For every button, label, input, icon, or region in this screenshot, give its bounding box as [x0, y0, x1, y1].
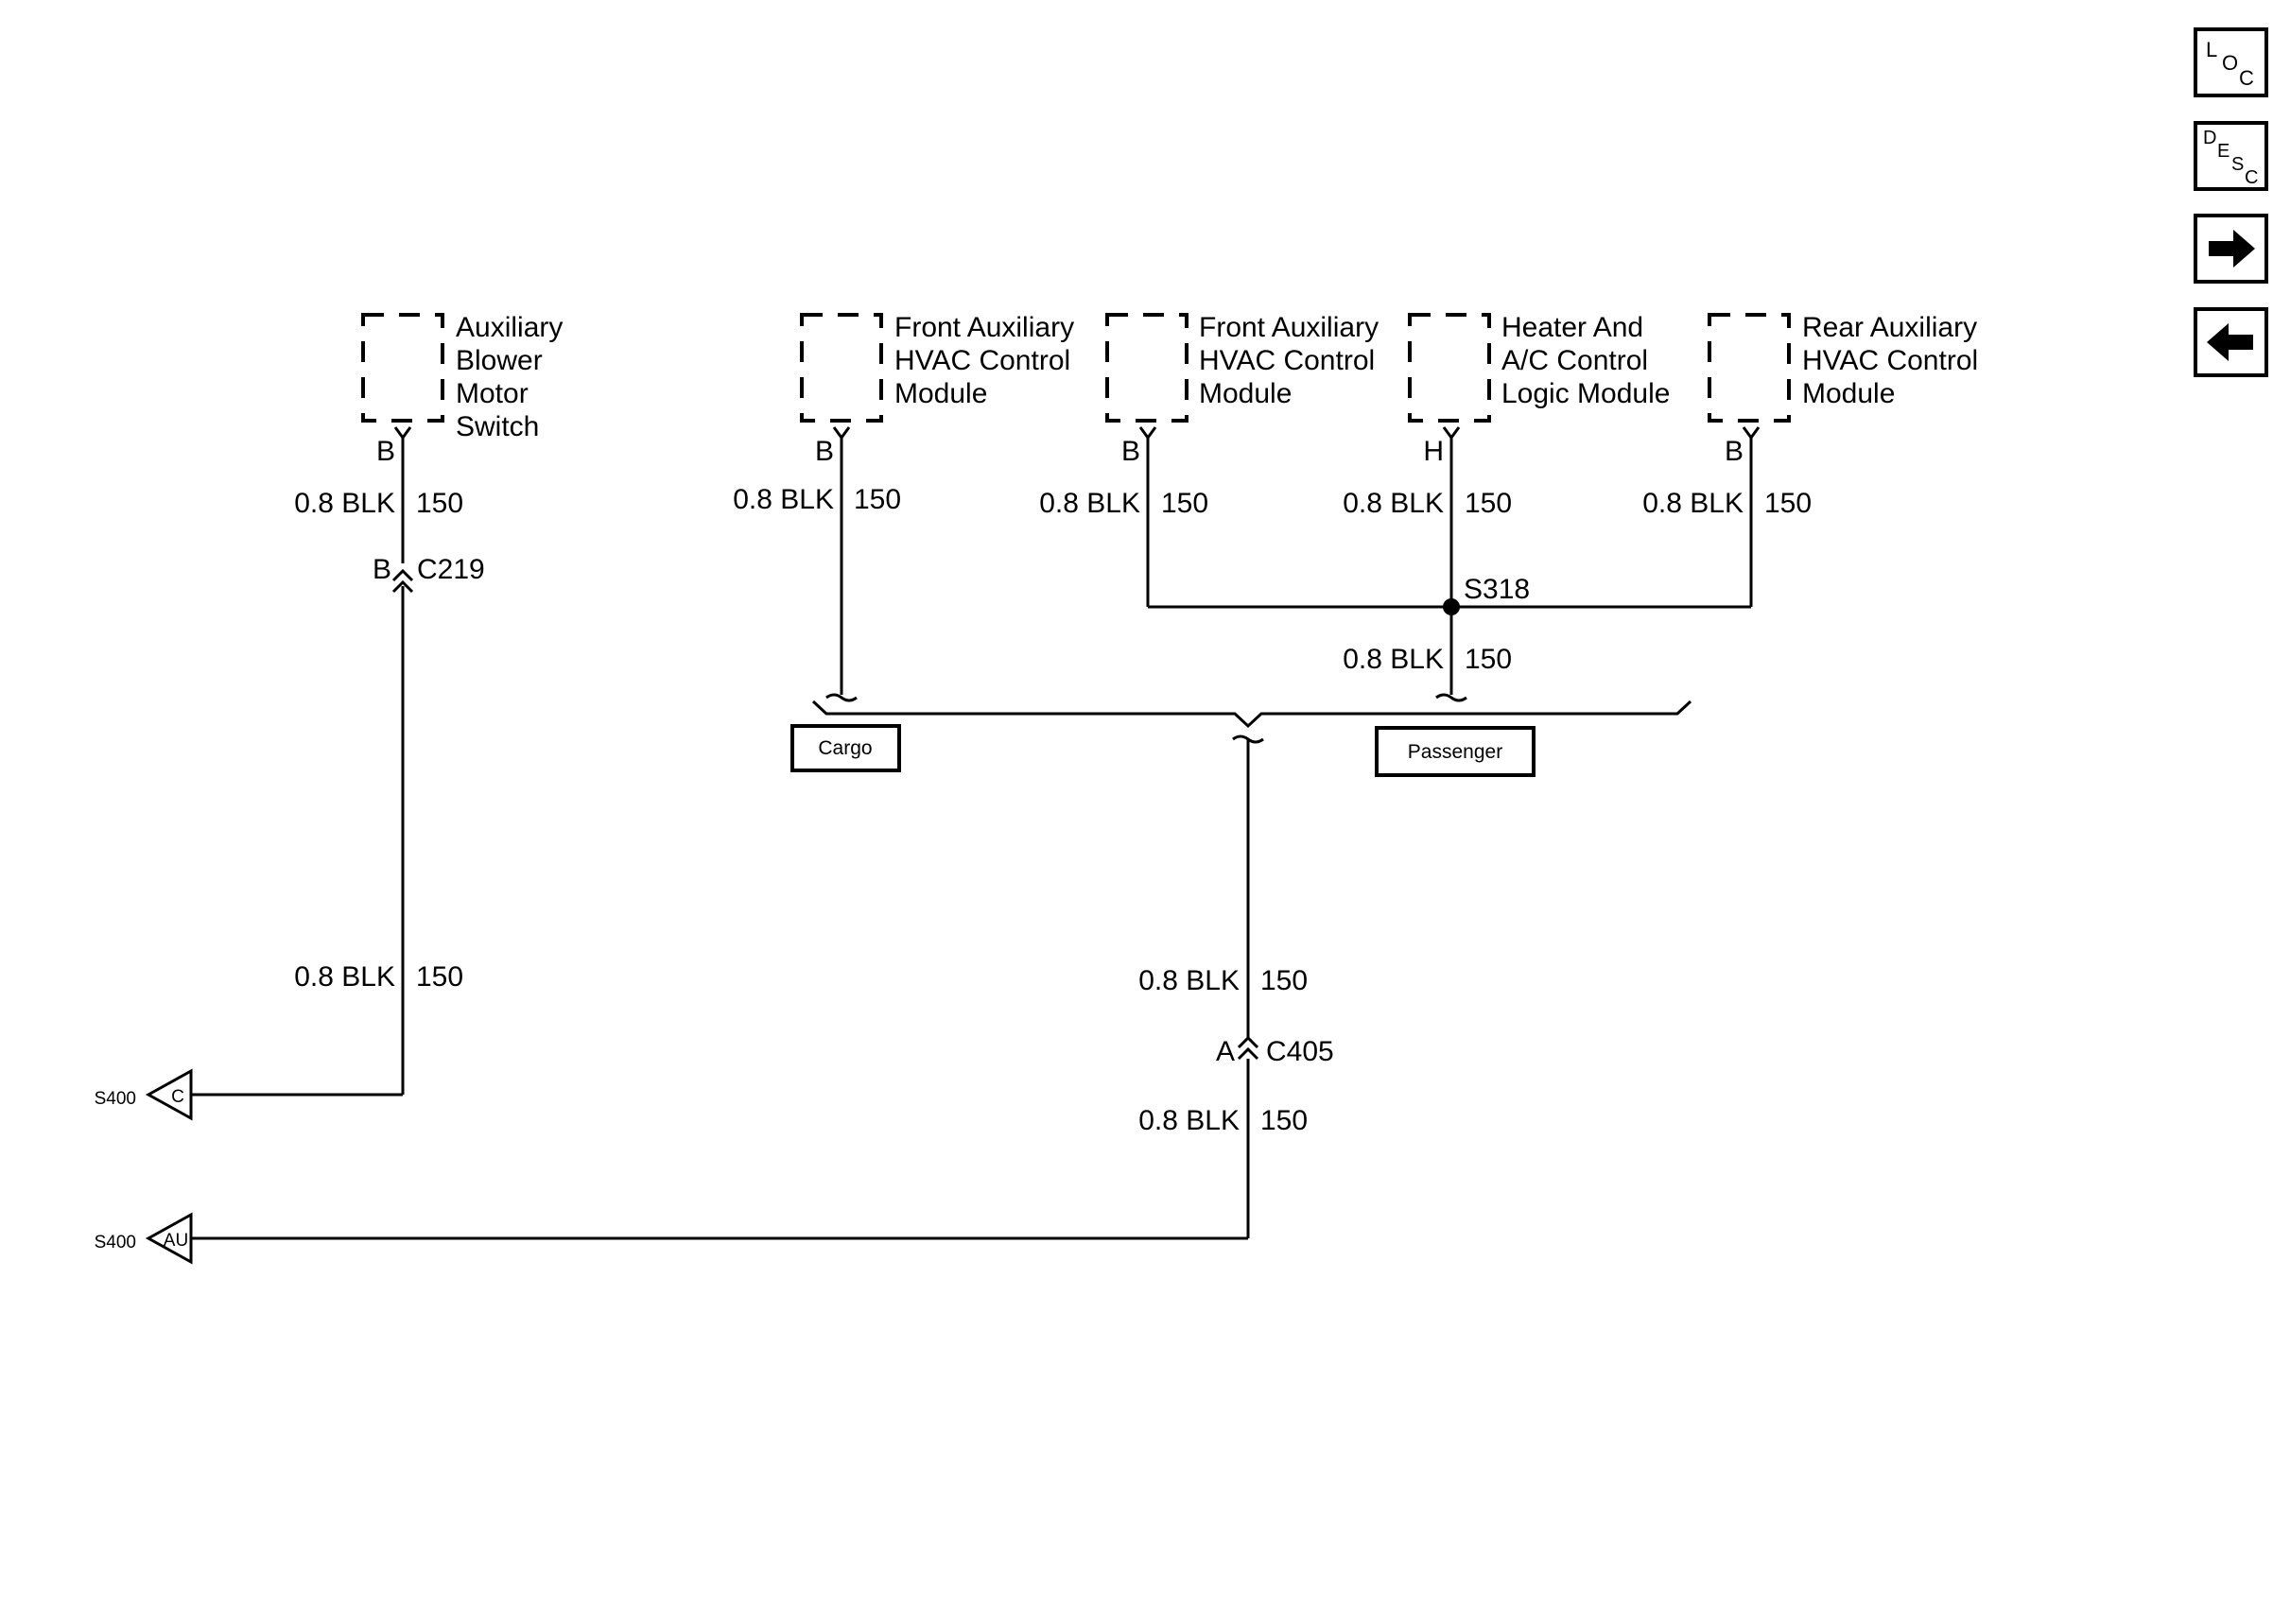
- arrow-left-icon: [2207, 323, 2253, 361]
- front-aux-hvac-module-2-box: [1105, 313, 1189, 423]
- heater-ac-logic-module-box: [1408, 313, 1491, 423]
- ground-c-tag: C: [171, 1087, 184, 1107]
- c405-pin: A: [1216, 1036, 1235, 1067]
- s318-splice-dot: [1443, 598, 1460, 615]
- wire-1-gauge: 0.8 BLK: [294, 488, 395, 519]
- wire-4-circuit: 150: [1465, 488, 1512, 519]
- c405-name: C405: [1266, 1036, 1334, 1067]
- s318-splice-label: S318: [1464, 574, 1530, 605]
- loc-button[interactable]: L O C: [2194, 27, 2268, 97]
- ground-c-splice: S400: [95, 1089, 136, 1109]
- aux-blower-switch-pin: B: [376, 436, 395, 467]
- desc-letter-1: D: [2203, 128, 2216, 148]
- wire-7-circuit: 150: [416, 961, 463, 993]
- wire-6-circuit: 150: [1465, 644, 1512, 675]
- trunk-break-mark: [1232, 734, 1264, 744]
- next-button[interactable]: [2194, 214, 2268, 284]
- wire-7-gauge: 0.8 BLK: [294, 961, 395, 993]
- wire-3-circuit: 150: [1161, 488, 1208, 519]
- ground-au-flag: [145, 1212, 193, 1265]
- wire-2-gauge: 0.8 BLK: [733, 484, 834, 515]
- wire-8-circuit: 150: [1260, 965, 1308, 996]
- c219-name: C219: [417, 554, 485, 585]
- loc-letter-2: O: [2222, 51, 2238, 75]
- passenger-label-box: [1375, 726, 1536, 777]
- prev-button[interactable]: [2194, 307, 2268, 377]
- rear-aux-hvac-module-name: Rear Auxiliary HVAC Control Module: [1802, 312, 1987, 409]
- wire-6-gauge: 0.8 BLK: [1343, 644, 1444, 675]
- passenger-break-mark: [1435, 693, 1467, 702]
- cargo-label: Cargo: [818, 737, 872, 759]
- wire-5-gauge: 0.8 BLK: [1642, 488, 1744, 519]
- wire-9-gauge: 0.8 BLK: [1138, 1105, 1240, 1136]
- rear-aux-hvac-module-box: [1708, 313, 1791, 423]
- cargo-label-box: [790, 724, 901, 772]
- rear-aux-hvac-module-pin: B: [1725, 436, 1744, 467]
- ground-au-tag: AU: [164, 1231, 188, 1251]
- wire-4-gauge: 0.8 BLK: [1343, 488, 1444, 519]
- loc-letter-1: L: [2206, 38, 2217, 61]
- loc-letter-3: C: [2239, 66, 2254, 90]
- c219-connector-symbol: [391, 568, 414, 594]
- passenger-label: Passenger: [1408, 741, 1502, 763]
- desc-letter-3: S: [2231, 154, 2244, 175]
- heater-ac-logic-module-pin: H: [1423, 436, 1444, 467]
- wire-3-gauge: 0.8 BLK: [1039, 488, 1140, 519]
- c219-pin: B: [373, 554, 391, 585]
- c405-connector-symbol: [1237, 1035, 1259, 1061]
- desc-button[interactable]: D E S C: [2194, 121, 2268, 191]
- cargo-break-mark: [825, 693, 858, 702]
- ground-au-splice: S400: [95, 1233, 136, 1253]
- wire-9-circuit: 150: [1260, 1105, 1308, 1136]
- desc-letter-4: C: [2245, 167, 2258, 188]
- front-aux-hvac-module-2-name: Front Auxiliary HVAC Control Module: [1199, 312, 1386, 409]
- wire-5-circuit: 150: [1764, 488, 1812, 519]
- wire-1-circuit: 150: [416, 488, 463, 519]
- arrow-right-icon: [2209, 230, 2255, 268]
- desc-letter-2: E: [2217, 141, 2230, 162]
- ground-c-flag: [145, 1068, 193, 1121]
- front-aux-hvac-module-1-pin: B: [815, 436, 834, 467]
- wire-2-circuit: 150: [854, 484, 901, 515]
- harness-bracket: [811, 700, 1692, 729]
- front-aux-hvac-module-1-box: [800, 313, 883, 423]
- aux-blower-switch-name: Auxiliary Blower Motor Switch: [456, 312, 571, 442]
- heater-ac-logic-module-name: Heater And A/C Control Logic Module: [1501, 312, 1670, 409]
- aux-blower-switch-box: [361, 313, 444, 423]
- front-aux-hvac-module-2-pin: B: [1121, 436, 1140, 467]
- wire-8-gauge: 0.8 BLK: [1138, 965, 1240, 996]
- front-aux-hvac-module-1-name: Front Auxiliary HVAC Control Module: [894, 312, 1082, 409]
